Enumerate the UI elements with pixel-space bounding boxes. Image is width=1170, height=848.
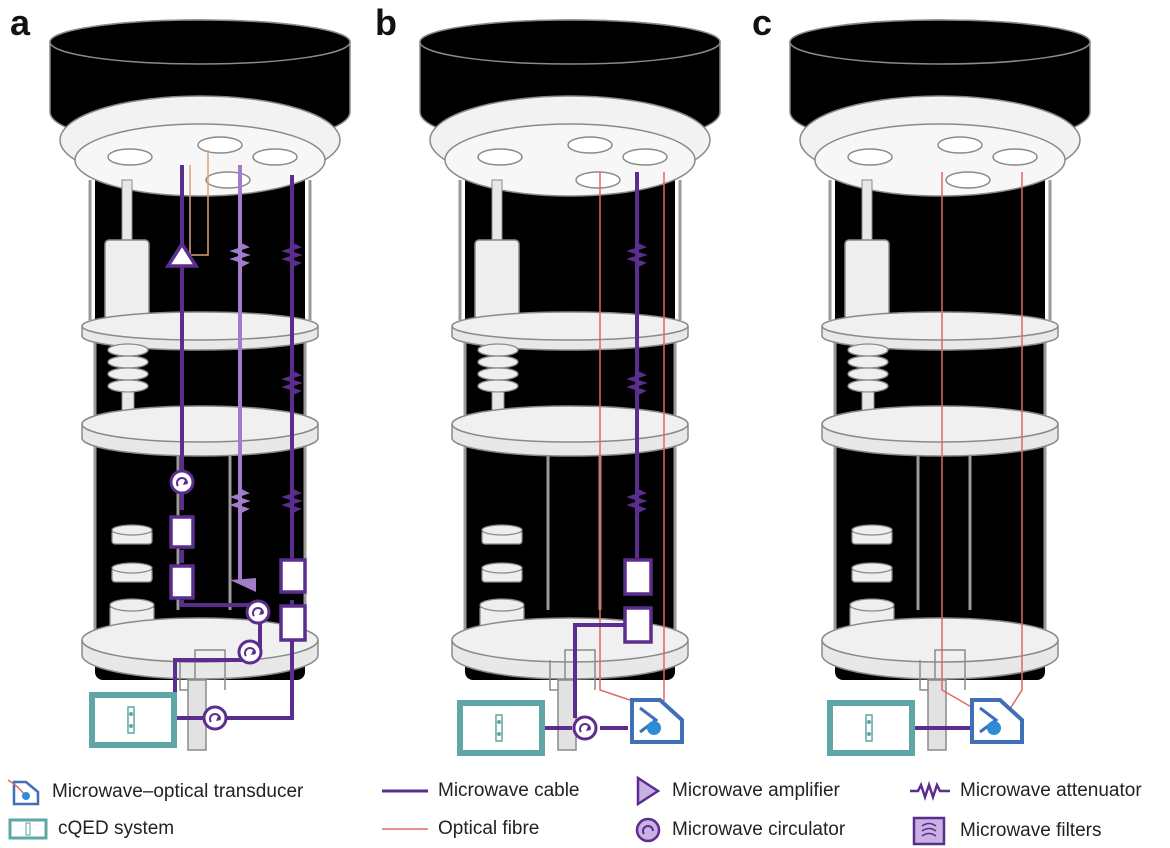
- legend-label: Microwave amplifier: [672, 780, 840, 801]
- legend-optical-fibre: Optical fibre: [382, 818, 539, 840]
- legend-label: cQED system: [58, 818, 175, 839]
- microwave-cable-icon: [382, 789, 428, 793]
- panel-a: [48, 18, 352, 752]
- legend-filters: Microwave filters: [910, 816, 1101, 846]
- amplifier-icon: [636, 775, 661, 807]
- legend-transducer: Microwave–optical transducer: [8, 778, 303, 806]
- panel-label-c: c: [752, 2, 773, 43]
- legend-label: Microwave cable: [438, 780, 580, 801]
- legend-label: Microwave filters: [960, 820, 1102, 841]
- panel-c: [788, 18, 1092, 753]
- circulator-icon: [635, 817, 661, 843]
- attenuator-icon: [910, 781, 950, 801]
- panel-b: [418, 18, 722, 753]
- legend-cqed: cQED system: [8, 818, 174, 840]
- legend-label: Microwave attenuator: [960, 780, 1142, 801]
- panel-label-a: a: [10, 2, 31, 43]
- legend-circulator: Microwave circulator: [634, 816, 845, 844]
- cqed-icon: [8, 818, 48, 840]
- transducer-icon: [8, 779, 40, 806]
- legend-amplifier: Microwave amplifier: [634, 775, 840, 807]
- legend-microwave-cable: Microwave cable: [382, 780, 580, 802]
- cryostat-diagram: [48, 18, 1092, 760]
- panel-label-b: b: [375, 2, 397, 43]
- legend-attenuator: Microwave attenuator: [910, 780, 1142, 802]
- optical-fibre-icon: [382, 828, 428, 830]
- filter-icon: [912, 816, 946, 846]
- legend-label: Microwave circulator: [672, 819, 846, 840]
- legend-label: Optical fibre: [438, 818, 540, 839]
- legend-label: Microwave–optical transducer: [52, 781, 304, 802]
